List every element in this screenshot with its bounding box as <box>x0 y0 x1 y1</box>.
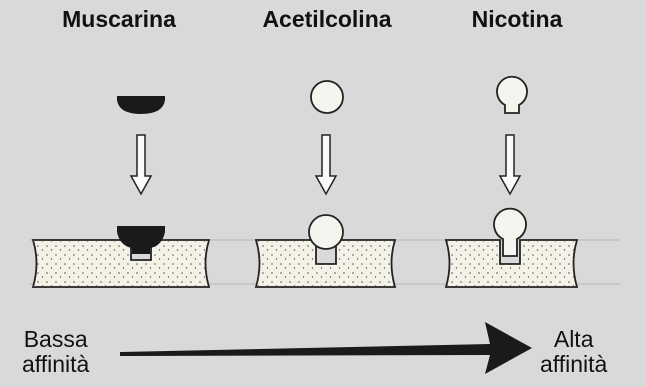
column-acetilcolina <box>256 81 395 287</box>
ligand-muscarina <box>117 96 165 114</box>
down-arrow <box>131 135 151 194</box>
high-affinity-label: Alta affinità <box>540 327 607 377</box>
label-muscarina: Muscarina <box>62 6 176 33</box>
column-nicotina <box>446 77 577 287</box>
ligand-nicotina <box>497 77 527 113</box>
affinity-arrow <box>120 322 532 374</box>
down-arrow <box>500 135 520 194</box>
receptor-muscarina <box>33 240 209 287</box>
bound-ligand-acetilcolina <box>309 215 343 249</box>
label-nicotina: Nicotina <box>472 6 563 33</box>
down-arrow <box>316 135 336 194</box>
column-muscarina <box>33 96 209 287</box>
low-affinity-label: Bassa affinità <box>22 327 89 377</box>
label-acetilcolina: Acetilcolina <box>262 6 391 33</box>
ligand-acetilcolina <box>311 81 343 113</box>
